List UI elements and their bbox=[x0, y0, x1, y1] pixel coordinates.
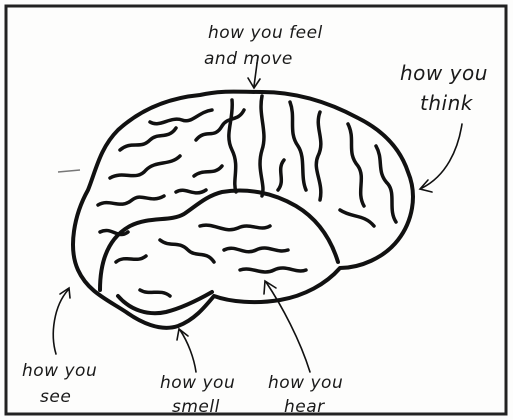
label-see: how you see bbox=[22, 361, 97, 407]
arrow-see bbox=[53, 290, 68, 354]
label-think-line2: think bbox=[420, 91, 474, 115]
label-smell-line1: how you bbox=[160, 373, 235, 393]
stray-mark bbox=[58, 170, 80, 172]
temporal-lobe-line bbox=[100, 191, 338, 290]
cerebellum-outline bbox=[118, 292, 212, 313]
label-smell: how you smell bbox=[160, 373, 235, 417]
label-feel-move-line2: and move bbox=[204, 49, 293, 69]
label-feel-move-line1: how you feel bbox=[208, 23, 323, 43]
label-feel-move: how you feel and move bbox=[204, 23, 323, 69]
label-think-line1: how you bbox=[400, 61, 488, 85]
label-hear-line2: hear bbox=[284, 397, 325, 417]
label-hear: how you hear bbox=[268, 373, 343, 417]
label-see-line2: see bbox=[40, 387, 71, 407]
arrow-think bbox=[422, 124, 462, 188]
label-smell-line2: smell bbox=[172, 397, 220, 417]
brain-outline bbox=[73, 92, 413, 328]
label-arrows bbox=[53, 56, 462, 372]
label-hear-line1: how you bbox=[268, 373, 343, 393]
label-think: how you think bbox=[400, 61, 488, 115]
label-see-line1: how you bbox=[22, 361, 97, 381]
